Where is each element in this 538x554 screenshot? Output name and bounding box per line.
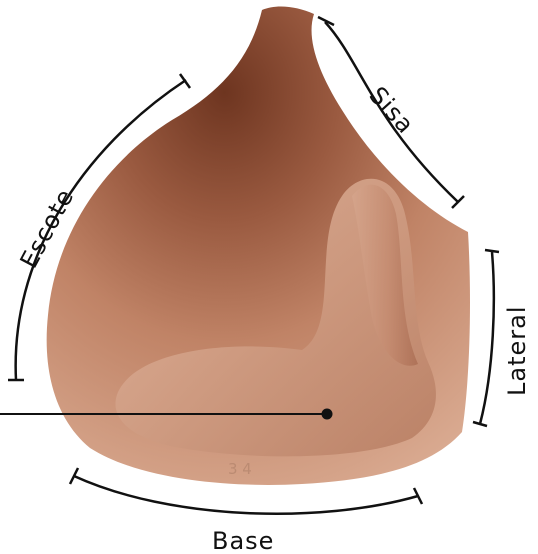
sisa-label: Sisa	[364, 81, 420, 139]
lateral-label: Lateral	[503, 306, 531, 397]
lateral-measure	[473, 250, 499, 426]
pointer-dot-icon	[322, 409, 333, 420]
mold-marking: 3 4	[228, 460, 252, 478]
base-label: Base	[212, 527, 274, 554]
